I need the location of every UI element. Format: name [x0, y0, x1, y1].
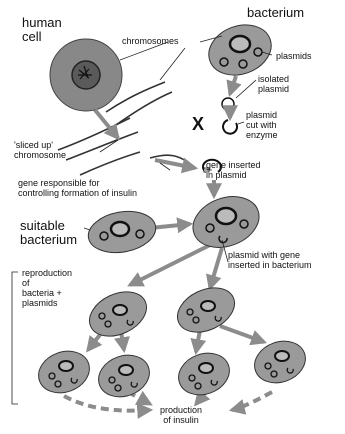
- label-gene-responsible: gene responsible for controlling formati…: [18, 178, 137, 198]
- label-chromosomes: chromosomes: [122, 36, 179, 46]
- isolated-plasmid: [222, 98, 234, 110]
- daughter-bacterium: [93, 348, 156, 403]
- label-reproduction: reproduction of bacteria + plasmids: [22, 268, 72, 308]
- daughter-bacterium: [33, 344, 96, 399]
- bacterial-chromosome: [230, 36, 250, 52]
- cut-plasmid: [223, 120, 237, 134]
- label-human-cell: human cell: [22, 16, 62, 44]
- suitable-bacterium: [85, 206, 159, 257]
- label-gene-inserted: gene inserted in plasmid: [206, 160, 261, 180]
- daughter-bacterium: [82, 283, 153, 345]
- label-isolated-plasmid: isolated plasmid: [258, 74, 289, 94]
- label-plasmid-cut: plasmid cut with enzyme: [246, 110, 278, 140]
- cut-mark: X: [192, 114, 204, 135]
- daughter-bacterium: [249, 334, 312, 389]
- human-cell: [50, 39, 122, 111]
- label-sliced-chromosome: 'sliced up' chromosome: [14, 140, 66, 160]
- label-production: production of insulin: [160, 405, 202, 425]
- bacterium-with-gene: [186, 188, 266, 256]
- label-bacterium: bacterium: [247, 6, 304, 20]
- label-plasmid-with-gene: plasmid with gene inserted in bacterium: [228, 250, 312, 270]
- daughter-bacterium: [173, 346, 236, 401]
- label-plasmids: plasmids: [276, 51, 312, 61]
- label-suitable-bacterium: suitable bacterium: [20, 219, 77, 247]
